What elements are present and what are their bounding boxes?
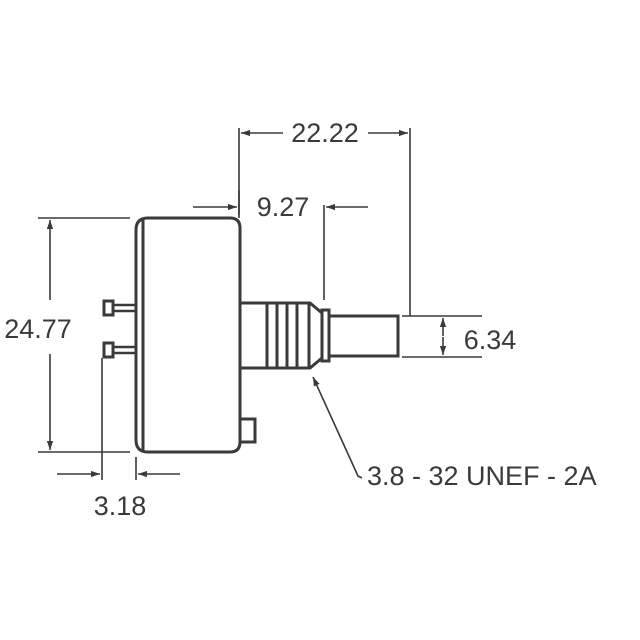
dim-terminal-offset-lines bbox=[57, 358, 180, 480]
shaft bbox=[329, 314, 400, 358]
dim-body-height-label: 24.77 bbox=[4, 314, 72, 344]
dim-overall-length-lines bbox=[238, 128, 411, 316]
potentiometer-body bbox=[134, 216, 257, 454]
dim-overall-length-label: 22.22 bbox=[291, 118, 359, 148]
dim-terminal-offset-label: 3.18 bbox=[94, 491, 147, 521]
dim-shaft-diameter-lines bbox=[402, 315, 482, 358]
dim-bushing-length-label: 9.27 bbox=[257, 192, 310, 222]
dim-body-height-lines bbox=[38, 217, 130, 453]
terminal-pins bbox=[102, 299, 136, 359]
threaded-bushing bbox=[240, 301, 331, 370]
thread-spec-label: 3.8 - 32 UNEF - 2A bbox=[367, 461, 597, 491]
thread-callout-leader bbox=[312, 376, 363, 479]
dim-bushing-length-lines bbox=[193, 190, 368, 300]
dim-shaft-diameter-label: 6.34 bbox=[464, 325, 517, 355]
